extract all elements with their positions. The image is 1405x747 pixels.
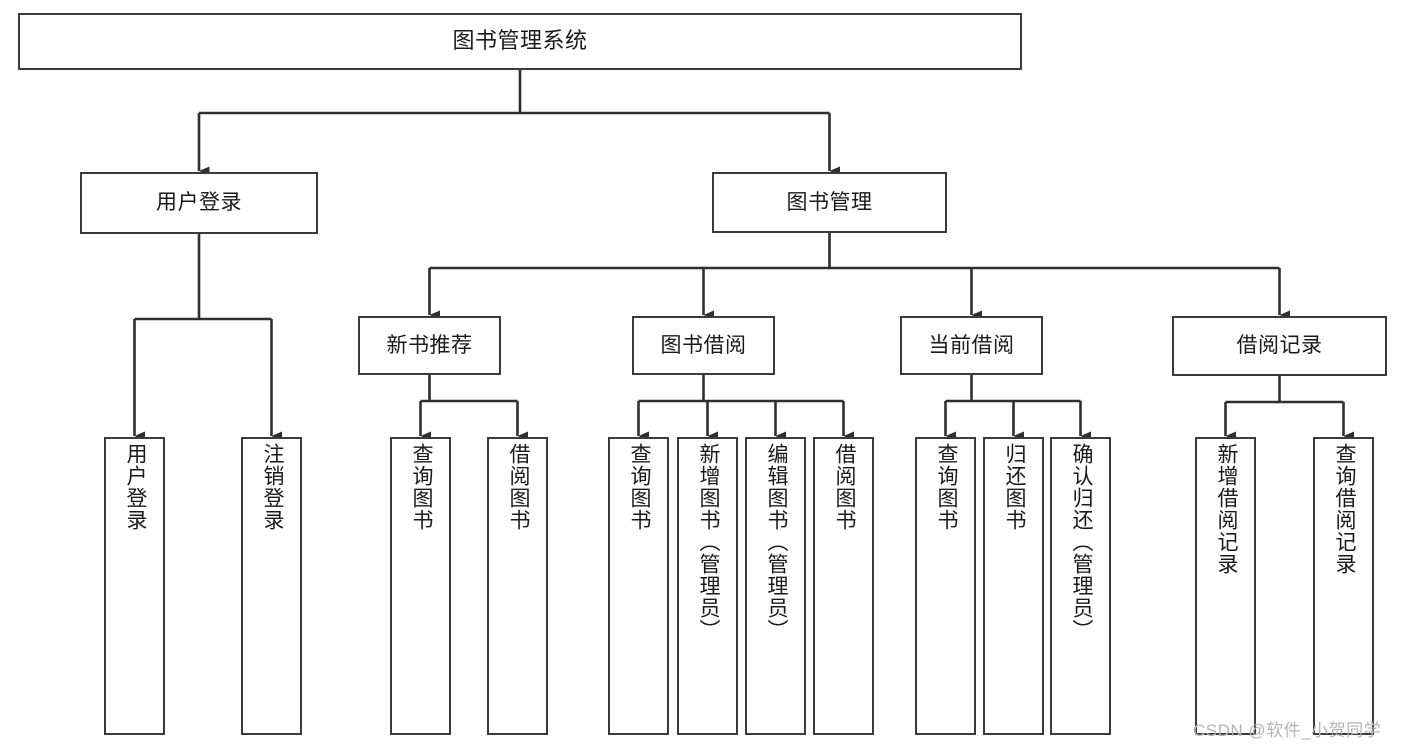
csdn-watermark: CSDN @软件_小贺同学 [1193, 721, 1382, 740]
node-label: 借阅图书 [506, 443, 530, 531]
node-label: 归还图书 [1002, 443, 1026, 531]
node-leaf-query-book-recommend[interactable]: 查询图书 [390, 437, 451, 735]
node-borrow-record[interactable]: 借阅记录 [1172, 316, 1387, 376]
node-label: 当前借阅 [928, 333, 1015, 357]
node-new-book-recommend[interactable]: 新书推荐 [358, 316, 501, 375]
node-label: 查询图书 [409, 443, 433, 531]
node-leaf-borrow-book[interactable]: 借阅图书 [813, 437, 874, 735]
node-root[interactable]: 图书管理系统 [18, 13, 1022, 70]
node-label: 确认归还（管理员） [1069, 443, 1093, 641]
node-label: 编辑图书（管理员） [764, 443, 788, 641]
node-leaf-add-borrow-record[interactable]: 新增借阅记录 [1195, 437, 1256, 735]
node-leaf-query-book-borrow[interactable]: 查询图书 [608, 437, 669, 735]
node-label: 图书管理系统 [452, 28, 588, 54]
node-leaf-return-book[interactable]: 归还图书 [983, 437, 1044, 735]
node-label: 图书借阅 [660, 333, 747, 357]
node-book-manage[interactable]: 图书管理 [712, 172, 947, 233]
node-label: 新书推荐 [386, 333, 473, 357]
node-current-borrow[interactable]: 当前借阅 [900, 316, 1043, 375]
node-user-login[interactable]: 用户登录 [80, 172, 318, 234]
node-book-borrow[interactable]: 图书借阅 [632, 316, 775, 375]
node-leaf-borrow-book-recommend[interactable]: 借阅图书 [487, 437, 548, 735]
node-label: 用户登录 [156, 191, 242, 215]
node-leaf-add-book-admin[interactable]: 新增图书（管理员） [677, 437, 738, 735]
node-label: 查询图书 [934, 443, 958, 531]
node-label: 用户登录 [123, 443, 147, 531]
node-label: 新增借阅记录 [1214, 443, 1238, 575]
node-label: 新增图书（管理员） [696, 443, 720, 641]
node-leaf-query-borrow-record[interactable]: 查询借阅记录 [1313, 437, 1374, 735]
node-label: 注销登录 [260, 443, 284, 531]
node-label: 查询图书 [627, 443, 651, 531]
node-label: 借阅图书 [832, 443, 856, 531]
node-leaf-user-login[interactable]: 用户登录 [104, 437, 165, 735]
node-leaf-user-logout[interactable]: 注销登录 [241, 437, 302, 735]
node-leaf-query-book-current[interactable]: 查询图书 [915, 437, 976, 735]
node-label: 图书管理 [786, 190, 873, 214]
node-label: 查询借阅记录 [1332, 443, 1356, 575]
node-leaf-confirm-return-admin[interactable]: 确认归还（管理员） [1050, 437, 1111, 735]
node-leaf-edit-book-admin[interactable]: 编辑图书（管理员） [745, 437, 806, 735]
node-label: 借阅记录 [1236, 334, 1323, 358]
